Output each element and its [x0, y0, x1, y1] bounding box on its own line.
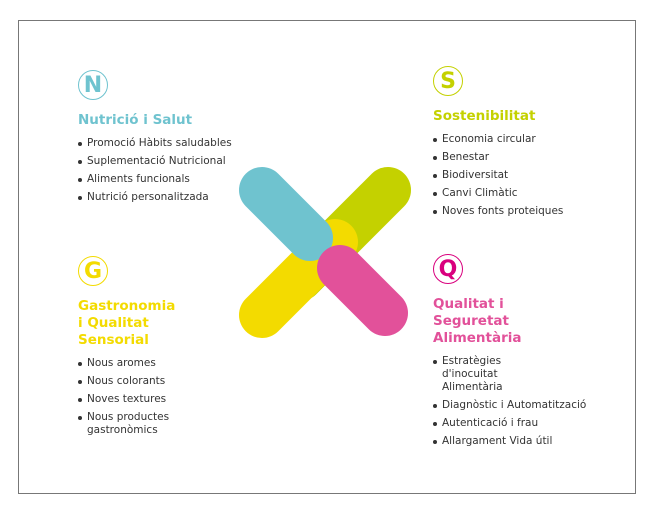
section-nutricio: N Nutrició i Salut Promoció Hàbits salud… [78, 70, 238, 209]
s-badge-icon: S [433, 66, 463, 96]
list-item: Noves textures [78, 393, 178, 406]
list-item: Allargament Vida útil [433, 435, 586, 448]
n-badge-icon: N [78, 70, 108, 100]
teal-pill [239, 167, 333, 261]
list-item: Promoció Hàbits saludables [78, 137, 238, 150]
list-item: Noves fonts proteiques [433, 205, 593, 218]
g-badge-icon: G [78, 256, 108, 286]
section-gastronomia: G Gastronomia i Qualitat Sensorial Nous … [78, 256, 178, 442]
section-qualitat: Q Qualitat i Seguretat Alimentària Estra… [433, 254, 586, 453]
list-item: Nutrició personalitzada [78, 191, 238, 204]
list-item: Autenticació i frau [433, 417, 586, 430]
list-item: Diagnòstic i Automatització [433, 399, 586, 412]
list-item: Aliments funcionals [78, 173, 238, 186]
list-item: Suplementació Nutricional [78, 155, 238, 168]
section-title: Qualitat i Seguretat Alimentària [433, 296, 522, 346]
section-title: Nutrició i Salut [78, 112, 193, 128]
list-item: Nous productes gastronòmics [78, 411, 177, 437]
magenta-pill [317, 245, 408, 336]
q-badge-icon: Q [433, 254, 463, 284]
list-item: Canvi Climàtic [433, 187, 593, 200]
list-item: Estratègies d'inocuitat Alimentària [433, 355, 552, 394]
frame [18, 20, 636, 494]
list-item: Biodiversitat [433, 169, 593, 182]
section-title: Sostenibilitat [433, 108, 536, 124]
section-title: Gastronomia i Qualitat Sensorial [78, 298, 176, 348]
list-item: Economia circular [433, 133, 593, 146]
list-item: Benestar [433, 151, 593, 164]
list-item: Nous aromes [78, 357, 178, 370]
list-item: Nous colorants [78, 375, 178, 388]
